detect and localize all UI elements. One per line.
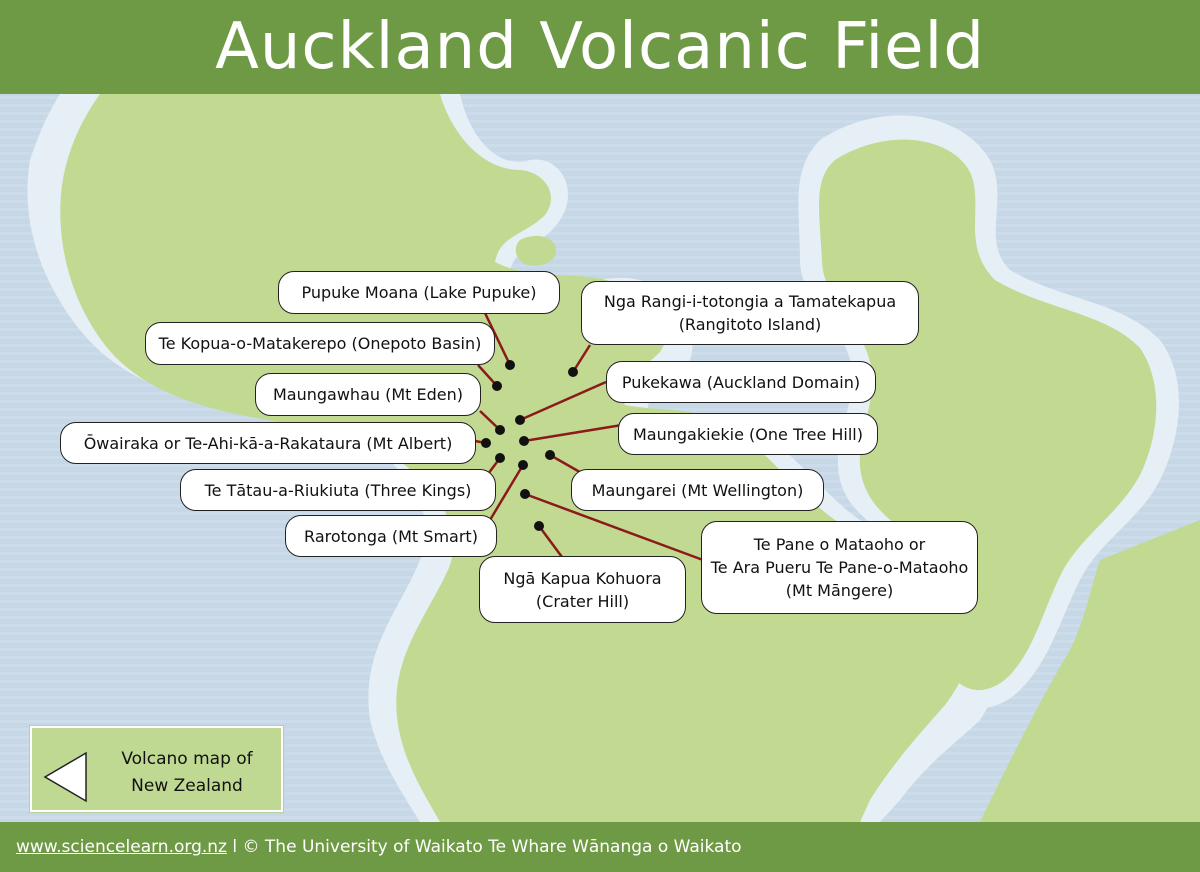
marker-wellington[interactable] [545,450,555,460]
back-button-line1: Volcano map of [121,749,253,769]
marker-rangitoto[interactable] [568,367,578,377]
connectors [474,312,704,562]
label-pukekawa[interactable]: Pukekawa (Auckland Domain) [606,361,876,403]
label-pukekawa-text: Pukekawa (Auckland Domain) [621,372,861,392]
label-mangere-line2: Te Ara Pueru Te Pane-o-Mataoho [710,558,969,577]
label-onetreehill-text: Maungakiekie (One Tree Hill) [633,424,863,444]
label-pupuke[interactable]: Pupuke Moana (Lake Pupuke) [278,271,560,314]
label-eden[interactable]: Maungawhau (Mt Eden) [255,373,481,416]
marker-crater[interactable] [534,521,544,531]
label-eden-text: Maungawhau (Mt Eden) [272,385,463,404]
marker-eden[interactable] [495,425,505,435]
connector-mangere [524,492,704,562]
label-rangitoto-line1: Nga Rangi-i-totongia a Tamatekapua [603,292,897,311]
label-smart-text: Rarotonga (Mt Smart) [304,526,478,546]
marker-mangere[interactable] [520,489,530,499]
connector-onetreehill [523,423,623,443]
label-rangitoto-line2: (Rangitoto Island) [678,315,822,334]
label-wellington-text: Maungarei (Mt Wellington) [591,480,804,500]
label-onetreehill[interactable]: Maungakiekie (One Tree Hill) [618,413,878,455]
marker-pukekawa[interactable] [515,415,525,425]
back-to-nz-map-button[interactable]: Volcano map of New Zealand [30,726,283,812]
footer-link[interactable]: www.sciencelearn.org.nz [16,837,227,857]
page-title: Auckland Volcanic Field [215,10,985,84]
marker-smart[interactable] [518,460,528,470]
footer: www.sciencelearn.org.nz l © The Universi… [0,822,1200,872]
marker-pupuke[interactable] [505,360,515,370]
label-threekings[interactable]: Te Tātau-a-Riukiuta (Three Kings) [180,469,496,511]
footer-copyright: l © The University of Waikato Te Whare W… [226,837,742,857]
connector-crater [537,525,564,558]
label-albert[interactable]: Ōwairaka or Te-Ahi-kā-a-Rakataura (Mt Al… [60,422,476,464]
back-button-label: Volcano map of New Zealand [112,746,262,800]
label-onepoto-text: Te Kopua-o-Matakerepo (Onepoto Basin) [158,334,482,353]
label-mangere[interactable]: Te Pane o Mataoho or Te Ara Pueru Te Pan… [701,521,978,614]
connector-pukekawa [519,380,607,422]
label-threekings-text: Te Tātau-a-Riukiuta (Three Kings) [204,480,472,500]
label-mangere-line1: Te Pane o Mataoho or [753,535,926,554]
label-onepoto[interactable]: Te Kopua-o-Matakerepo (Onepoto Basin) [145,322,495,365]
label-albert-text: Ōwairaka or Te-Ahi-kā-a-Rakataura (Mt Al… [83,433,453,453]
marker-onepoto[interactable] [492,381,502,391]
connector-pupuke [483,312,512,366]
title-bar: Auckland Volcanic Field [0,0,1200,94]
marker-onetreehill[interactable] [519,436,529,446]
label-mangere-line3: (Mt Māngere) [785,581,894,600]
connector-smart [488,464,525,521]
label-smart[interactable]: Rarotonga (Mt Smart) [285,515,497,557]
label-pupuke-text: Pupuke Moana (Lake Pupuke) [301,283,537,302]
volcano-markers [481,360,578,531]
back-button-line2: New Zealand [131,776,243,796]
label-rangitoto[interactable]: Nga Rangi-i-totongia a Tamatekapua (Rang… [581,281,919,345]
label-wellington[interactable]: Maungarei (Mt Wellington) [571,469,824,511]
label-crater-line1: Ngā Kapua Kohuora [503,568,662,588]
marker-threekings[interactable] [495,453,505,463]
back-arrow-icon [43,751,87,803]
map [0,94,1200,822]
label-crater-line2: (Crater Hill) [535,591,630,611]
connector-rangitoto [571,344,592,373]
marker-albert[interactable] [481,438,491,448]
label-crater[interactable]: Ngā Kapua Kohuora (Crater Hill) [479,556,686,623]
